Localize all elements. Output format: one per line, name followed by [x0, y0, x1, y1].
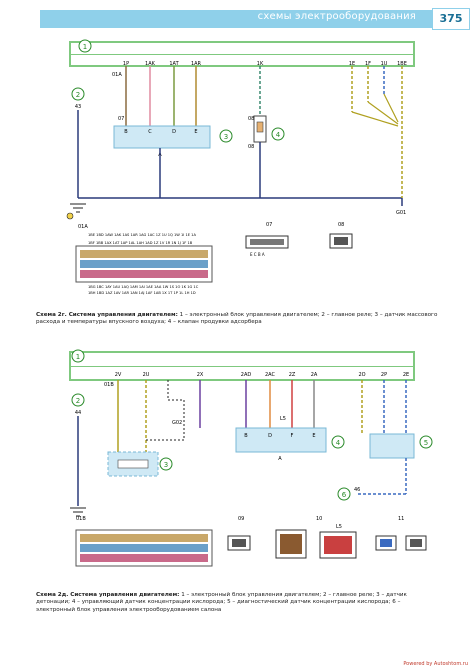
- pin-tag: 1E: [349, 61, 355, 67]
- pin-tag: 2U: [143, 372, 150, 378]
- pinrow-label: 1BF 1BB 1AX 1AT 1AP 1AL 1AH 1AD 1Z 1V 1R…: [88, 241, 193, 245]
- pin-tag: 1P: [123, 61, 129, 67]
- ground-number-bottom: 2: [76, 397, 80, 405]
- bus-marker-1: [71, 349, 85, 363]
- ecu-pin: E: [194, 129, 197, 135]
- relay-pin-label: 08: [248, 116, 254, 122]
- relay-pin-label: 08: [248, 144, 254, 150]
- ecu-box-top: [113, 125, 211, 149]
- ground-marker-2: [71, 87, 85, 101]
- pin-tag: 2E: [403, 372, 409, 378]
- pin-tag: 2A: [311, 372, 318, 378]
- pin-tag: 2AD: [241, 372, 252, 378]
- page-header: схемы электрооборудования 375: [0, 8, 474, 30]
- connector-top-label: 01A: [112, 72, 122, 78]
- connector-07-pins: E C B A: [250, 252, 265, 257]
- caption-top: Схема 2г. Система управления двигателем:…: [36, 312, 440, 327]
- module-box-5: [369, 433, 415, 459]
- header-title: схемы электрооборудования: [257, 11, 416, 22]
- caption-bottom-text: 1 – электронный блок управления двигател…: [36, 592, 407, 613]
- wire-g02-label: G02: [172, 420, 182, 426]
- header-bar: [40, 10, 432, 28]
- page-number: 375: [432, 8, 470, 30]
- module6-number: 6: [342, 491, 347, 499]
- pin-tag: 2Z: [289, 372, 296, 378]
- connector-10-label: 10: [316, 516, 322, 522]
- ecu-pin: E: [312, 433, 315, 439]
- ground-point-label: G01: [396, 210, 406, 216]
- pin-tag: 1F: [365, 61, 371, 67]
- connector-01b-pins: [80, 534, 208, 562]
- bus-number-top: 1: [83, 43, 87, 51]
- ecu-pin: D: [172, 129, 176, 135]
- pin-tag: 1U: [381, 61, 388, 67]
- connector-01a-label: 01A: [78, 224, 88, 230]
- connector-09-label: 09: [238, 516, 244, 522]
- module5-number: 5: [424, 439, 428, 447]
- ground-wire-bottom: 44: [75, 410, 81, 416]
- diagram-top: 1 1P 1AK 1AT 1AR 1K 1E 1F 1U 1BE 01A 2 4…: [66, 39, 415, 295]
- pinrow-label: 1BG 1BC 1AY 1AU 1AQ 1AM 1AI 1AE 1AA 1W 1…: [88, 285, 199, 289]
- bus-number-bottom: 1: [76, 353, 80, 361]
- caption-top-text: 1 – электронный блок управления двигател…: [36, 312, 438, 326]
- connector-01a-pins: [80, 250, 208, 278]
- relay-number: 4: [276, 131, 281, 139]
- bus-marker-1: [78, 39, 92, 53]
- pin-tag: 2X: [197, 372, 204, 378]
- pin-tag: 2P: [381, 372, 387, 378]
- ecu-label: A: [278, 456, 282, 462]
- connector-07-label: 07: [266, 222, 272, 228]
- ground-wire-top: 43: [75, 104, 81, 110]
- sensor-number: 3: [164, 461, 168, 469]
- ground-marker-2: [71, 393, 85, 407]
- pin-tag: 1AR: [191, 61, 202, 67]
- connector-l5-label: L5: [336, 524, 342, 530]
- diagram-bottom: 1 2V 2U 2X 2AD 2AC 2Z 2A 2O 2P 2E 01B 2 …: [69, 349, 433, 567]
- module6-wire: 46: [354, 487, 360, 493]
- caption-bottom-title: Схема 2д. Система управления двигателем:: [36, 592, 180, 598]
- pin-tag: 1K: [257, 61, 264, 67]
- module4-number: 4: [336, 439, 341, 447]
- ecu-pin: B: [124, 129, 128, 135]
- connector-01b-label: 01B: [76, 516, 86, 522]
- pin-tag: 1AK: [145, 61, 156, 67]
- caption-bottom: Схема 2д. Система управления двигателем:…: [36, 592, 440, 614]
- pin-tag: 2AC: [265, 372, 276, 378]
- ecu-pin: D: [268, 433, 272, 439]
- connector-top-label: 01B: [104, 382, 114, 388]
- module-box-4: [235, 427, 327, 453]
- wire-07-label: 07: [118, 116, 124, 122]
- connector-11-label: 11: [398, 516, 404, 522]
- pin-tag: 2V: [115, 372, 122, 378]
- pin-tag: 1BE: [397, 61, 407, 67]
- caption-top-title: Схема 2г. Система управления двигателем:: [36, 312, 178, 318]
- connector-08-label: 08: [338, 222, 344, 228]
- ecu-pin: B: [244, 433, 248, 439]
- ground-number-top: 2: [76, 91, 80, 99]
- wire-l5-label: L5: [280, 416, 286, 422]
- pin-tag: 2O: [358, 372, 365, 378]
- ecu-number-top: 3: [224, 133, 228, 141]
- pinrow-label: 1BE 1BD 1AW 1AK 1AS 1AR 1AG 1AC 1Z 1U 1Q…: [88, 233, 196, 237]
- ecu-pin: F: [291, 433, 294, 439]
- pinrow-label: 1BH 1BD 1AZ 1AV 1AR 1AN 1AJ 1AF 1AB 1X 1…: [88, 291, 196, 295]
- ecu-pin: C: [148, 129, 152, 135]
- pin-tag: 1AT: [169, 61, 179, 67]
- credit-text: Powered by Autoshtom.ru: [403, 661, 468, 667]
